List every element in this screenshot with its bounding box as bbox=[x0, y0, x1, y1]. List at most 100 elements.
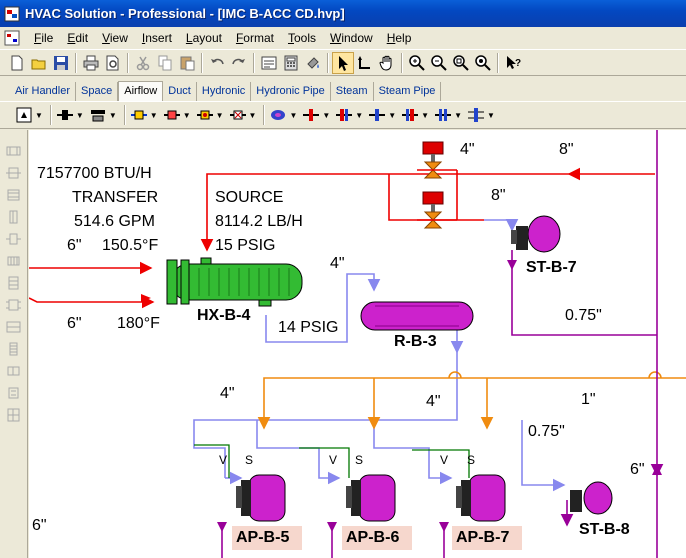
st-b-8-symbol[interactable] bbox=[570, 481, 613, 515]
hw-out-size-label: 6" bbox=[67, 315, 82, 332]
paste-icon[interactable] bbox=[176, 52, 198, 74]
st-b-8-label: ST-B-8 bbox=[579, 521, 630, 538]
menu-edit[interactable]: Edit bbox=[67, 31, 89, 45]
hx-b-4-label: HX-B-4 bbox=[197, 307, 251, 324]
zoom-fit-icon[interactable] bbox=[450, 52, 472, 74]
r-b-3-label: R-B-3 bbox=[394, 333, 437, 350]
save-icon[interactable] bbox=[50, 52, 72, 74]
chevron-down-icon: ▼ bbox=[182, 110, 191, 120]
ap-b-7-label: AP-B-7 bbox=[456, 529, 510, 546]
palette-tool-icon[interactable] bbox=[5, 342, 22, 356]
source-flow-label: 8114.2 LB/H bbox=[215, 213, 303, 230]
airflow-tool-1[interactable]: ▼ bbox=[14, 106, 43, 124]
chevron-down-icon: ▼ bbox=[322, 110, 331, 120]
palette-tool-icon[interactable] bbox=[5, 386, 22, 400]
copy-icon[interactable] bbox=[154, 52, 176, 74]
airflow-tool-6[interactable]: ▼ bbox=[195, 106, 224, 124]
r-b-3-symbol[interactable] bbox=[360, 301, 474, 331]
print-icon[interactable] bbox=[80, 52, 102, 74]
toolbar-separator bbox=[123, 105, 126, 125]
palette-tool-icon[interactable] bbox=[5, 254, 22, 268]
menu-help[interactable]: Help bbox=[386, 31, 412, 45]
tab-steam[interactable]: Steam bbox=[331, 82, 374, 101]
toolbar-separator bbox=[127, 52, 129, 73]
pointer-icon[interactable] bbox=[332, 51, 354, 74]
menu-format[interactable]: Format bbox=[235, 31, 274, 45]
st-b-7-branch-size-label: 0.75" bbox=[565, 307, 602, 324]
airflow-tool-12[interactable]: ▼ bbox=[400, 106, 429, 124]
tab-duct[interactable]: Duct bbox=[163, 82, 197, 101]
airflow-tool-11[interactable]: ▼ bbox=[367, 106, 396, 124]
airflow-tool-7[interactable]: ▼ bbox=[228, 106, 256, 124]
menu-layout[interactable]: Layout bbox=[185, 31, 222, 45]
palette-tool-icon[interactable] bbox=[5, 188, 22, 202]
tab-steam-pipe[interactable]: Steam Pipe bbox=[374, 82, 442, 101]
pan-hand-icon[interactable] bbox=[376, 52, 398, 74]
menu-view[interactable]: View bbox=[102, 31, 128, 45]
palette-tool-icon[interactable] bbox=[5, 232, 22, 246]
document-system-icon[interactable] bbox=[3, 29, 21, 47]
zoom-in-icon[interactable] bbox=[406, 52, 428, 74]
palette-tool-icon[interactable] bbox=[5, 144, 22, 158]
palette-tool-icon[interactable] bbox=[5, 320, 22, 334]
ap-b-5-label: AP-B-5 bbox=[236, 529, 290, 546]
st-b-7-symbol[interactable] bbox=[511, 215, 561, 253]
valve-size-label: 4" bbox=[460, 141, 475, 158]
palette-tool-icon[interactable] bbox=[5, 298, 22, 312]
steam-arrows bbox=[141, 264, 151, 302]
airflow-tool-14[interactable]: ▼ bbox=[466, 106, 495, 124]
menu-insert[interactable]: Insert bbox=[141, 31, 172, 45]
fan-icon bbox=[271, 110, 286, 120]
airflow-tool-9[interactable]: ▼ bbox=[301, 106, 330, 124]
tab-hydronic[interactable]: Hydronic bbox=[197, 82, 252, 101]
tab-hydronic-pipe[interactable]: Hydronic Pipe bbox=[251, 82, 331, 101]
ap-b-6-symbol[interactable] bbox=[346, 474, 396, 522]
airflow-tool-3[interactable]: ▼ bbox=[88, 106, 117, 124]
chevron-down-icon: ▼ bbox=[355, 110, 364, 120]
help-icon[interactable]: ? bbox=[502, 52, 524, 74]
palette-tool-icon[interactable] bbox=[5, 276, 22, 290]
ap-b-5-symbol[interactable] bbox=[236, 474, 286, 522]
menu-tools[interactable]: Tools bbox=[287, 31, 316, 45]
connect-icon[interactable] bbox=[354, 52, 376, 74]
left-palette bbox=[0, 130, 28, 558]
paint-icon[interactable] bbox=[302, 52, 324, 74]
red-terminal-icon bbox=[303, 109, 320, 121]
psig-14-label: 14 PSIG bbox=[278, 319, 339, 336]
print-preview-icon[interactable] bbox=[102, 52, 124, 74]
undo-icon[interactable] bbox=[206, 52, 228, 74]
standard-toolbar: ? bbox=[0, 49, 686, 76]
menu-file[interactable]: File bbox=[34, 31, 54, 45]
palette-tool-icon[interactable] bbox=[5, 408, 22, 422]
drawing-canvas[interactable]: 7157700 BTU/H TRANSFER 514.6 GPM 6" 150.… bbox=[29, 130, 686, 558]
hx-b-4-symbol[interactable] bbox=[166, 257, 303, 307]
palette-tool-icon[interactable] bbox=[5, 166, 22, 180]
airflow-tool-8[interactable]: ▼ bbox=[268, 106, 297, 124]
airflow-tool-2[interactable]: ▼ bbox=[55, 106, 84, 124]
palette-tool-icon[interactable] bbox=[5, 210, 22, 224]
open-icon[interactable] bbox=[28, 52, 50, 74]
blue-terminal-icon bbox=[369, 109, 386, 121]
chevron-down-icon: ▼ bbox=[486, 110, 495, 120]
sensor-s-label: S bbox=[355, 453, 364, 467]
airflow-tool-4[interactable]: ▼ bbox=[129, 106, 158, 124]
calculator-icon[interactable] bbox=[280, 52, 302, 74]
ap-b-7-symbol[interactable] bbox=[456, 474, 506, 522]
zoom-out-icon[interactable] bbox=[428, 52, 450, 74]
redo-icon[interactable] bbox=[228, 52, 250, 74]
menu-window[interactable]: Window bbox=[330, 31, 373, 45]
palette-tool-icon[interactable] bbox=[5, 364, 22, 378]
menu-bar: File Edit View Insert Layout Format Tool… bbox=[0, 27, 686, 49]
tab-space[interactable]: Space bbox=[76, 82, 119, 101]
transfer-btu-label: 7157700 BTU/H bbox=[37, 165, 152, 182]
toolbar-separator bbox=[327, 52, 329, 73]
new-icon[interactable] bbox=[6, 52, 28, 74]
tab-airflow[interactable]: Airflow bbox=[118, 81, 164, 101]
airflow-tool-13[interactable]: ▼ bbox=[433, 106, 462, 124]
airflow-tool-10[interactable]: ▼ bbox=[334, 106, 363, 124]
airflow-tool-5[interactable]: ▼ bbox=[162, 106, 191, 124]
zoom-window-icon[interactable] bbox=[472, 52, 494, 74]
properties-icon[interactable] bbox=[258, 52, 280, 74]
cut-icon[interactable] bbox=[132, 52, 154, 74]
tab-air-handler[interactable]: Air Handler bbox=[10, 82, 77, 101]
